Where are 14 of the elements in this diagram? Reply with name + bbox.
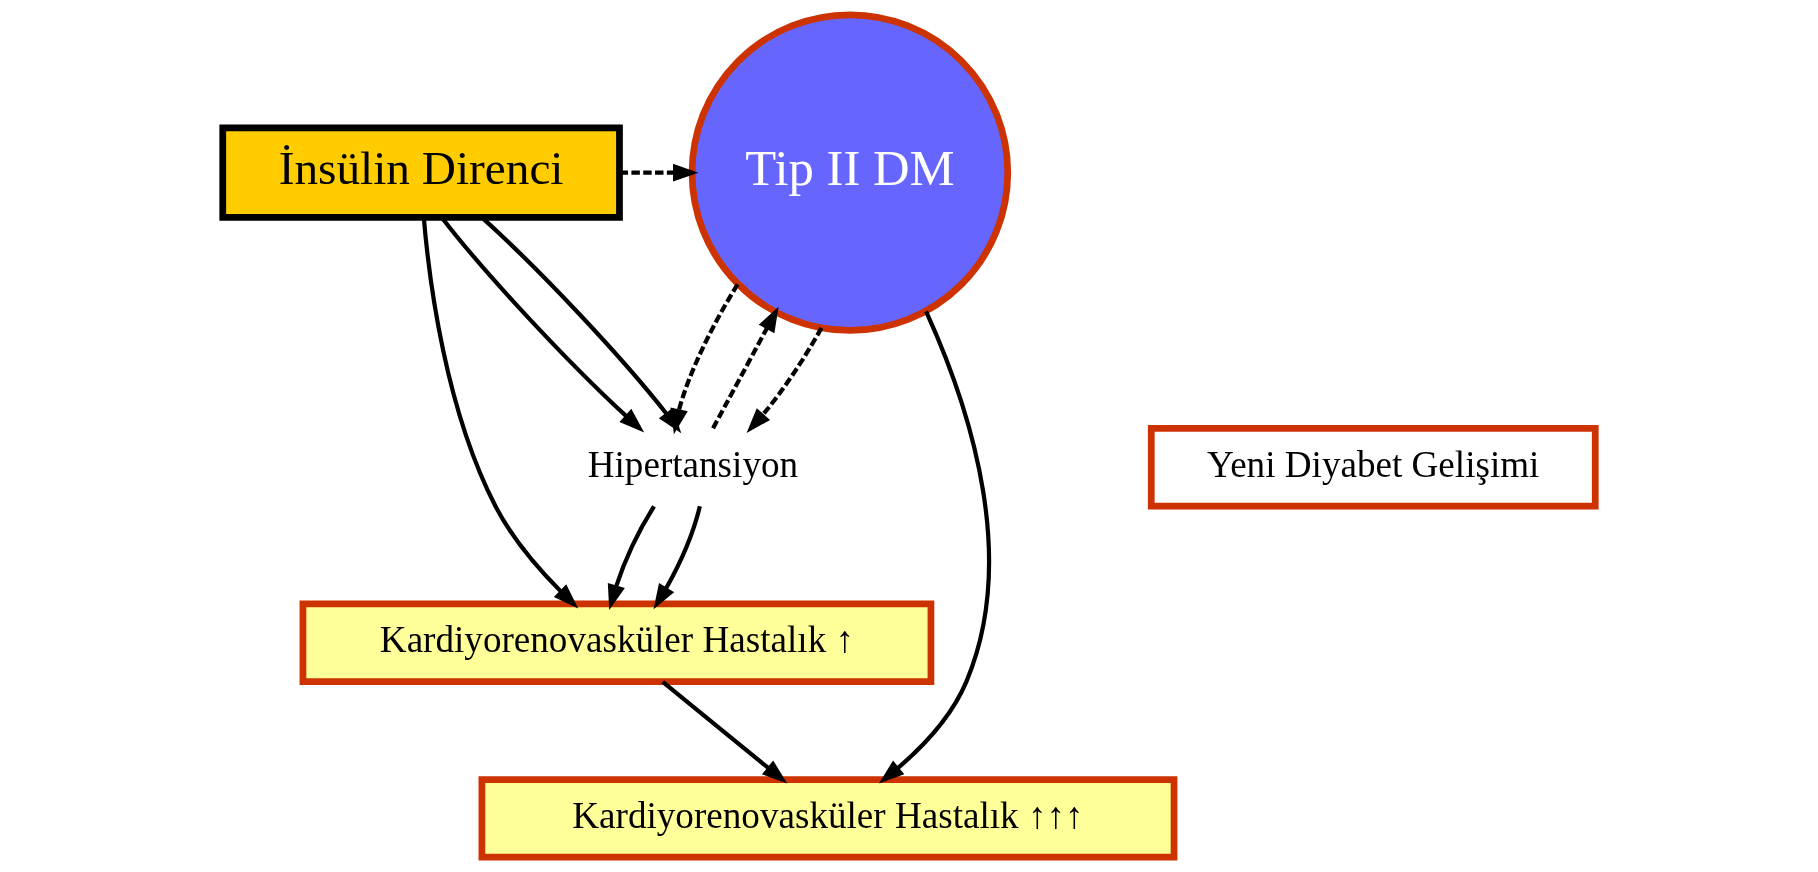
arrow xyxy=(746,327,824,434)
arrow xyxy=(661,680,788,784)
node-box: Kardiyorenovasküler Hastalık ↑ xyxy=(299,600,935,685)
node-box: Kardiyorenovasküler Hastalık ↑↑↑ xyxy=(478,776,1178,861)
node-box: İnsülin Direnci xyxy=(219,124,623,221)
node-text: Hipertansiyon xyxy=(587,443,799,485)
arrow xyxy=(607,505,656,610)
arrow xyxy=(653,505,702,610)
arrow xyxy=(421,217,579,609)
arrow xyxy=(619,163,699,182)
arrow xyxy=(670,283,740,435)
node-box: Yeni Diyabet Gelişimi xyxy=(1147,425,1599,510)
arrow xyxy=(711,306,779,430)
arrow xyxy=(879,310,992,784)
